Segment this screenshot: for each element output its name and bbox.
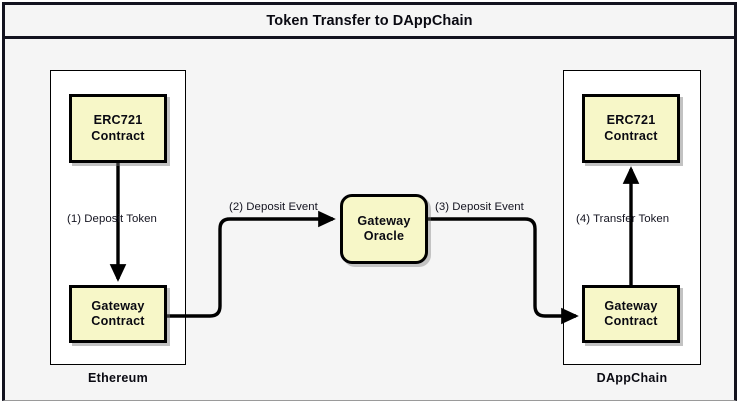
edge-label-deposit-event-ethereum: (2) Deposit Event <box>229 201 318 213</box>
node-label-line1: Gateway <box>91 298 145 313</box>
diagram-title-bar: Token Transfer to DAppChain <box>5 5 734 39</box>
node-label-line1: ERC721 <box>93 113 143 128</box>
node-gateway-oracle[interactable]: Gateway Oracle <box>340 194 428 264</box>
edge-arrow-2 <box>167 210 336 318</box>
diagram-frame: Token Transfer to DAppChain ERC721 <box>2 2 737 401</box>
node-label-line2: Contract <box>604 314 658 328</box>
node-ethereum-erc721-contract[interactable]: ERC721 Contract <box>69 94 167 163</box>
page-title: Token Transfer to DAppChain <box>266 12 473 29</box>
edge-label-deposit-token: (1) Deposit Token <box>67 213 157 225</box>
node-label-line2: Oracle <box>363 229 405 243</box>
edge-label-deposit-event-dappchain: (3) Deposit Event <box>435 201 524 213</box>
edge-label-transfer-token: (4) Transfer Token <box>576 213 670 225</box>
node-label-line1: Gateway <box>604 298 658 313</box>
node-label-line2: Contract <box>91 314 145 328</box>
node-dappchain-erc721-contract[interactable]: ERC721 Contract <box>582 94 680 163</box>
node-dappchain-gateway-contract[interactable]: Gateway Contract <box>582 285 680 343</box>
diagram-canvas: ERC721 Contract Gateway Contract Gateway… <box>5 39 734 401</box>
subgraph-label-ethereum: Ethereum <box>87 371 149 385</box>
edge-arrow-3 <box>428 217 579 325</box>
node-label-line2: Contract <box>604 128 658 143</box>
node-label-line1: Gateway <box>357 213 411 228</box>
subgraph-label-dappchain: DAppChain <box>596 371 668 385</box>
node-label-line1: ERC721 <box>606 113 656 128</box>
node-ethereum-gateway-contract[interactable]: Gateway Contract <box>69 285 167 343</box>
node-label-line2: Contract <box>91 128 145 143</box>
